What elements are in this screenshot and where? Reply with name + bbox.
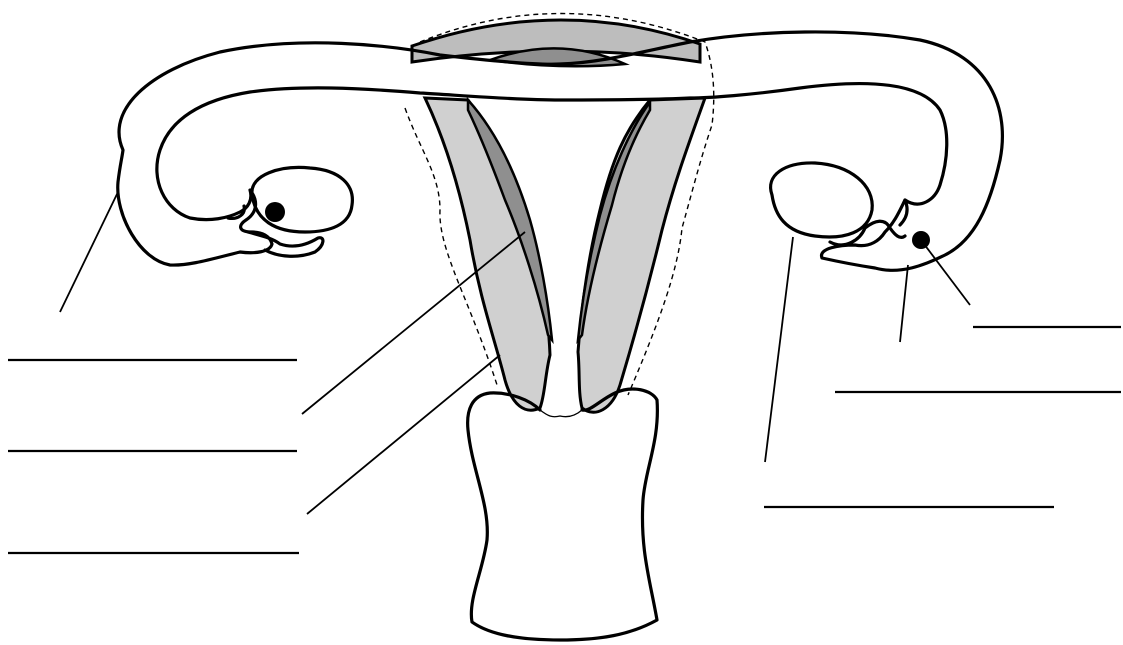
leader-line-right-oocyte xyxy=(921,240,970,305)
cervical-os xyxy=(540,410,582,417)
leader-line-left-tube xyxy=(60,192,118,312)
leader-line-left-myometrium xyxy=(307,355,500,514)
leader-line-right-ovary xyxy=(765,237,793,462)
vagina xyxy=(468,389,658,640)
leader-line-right-tube xyxy=(900,265,908,342)
right-ovary xyxy=(771,163,873,237)
fallopian-tubes-and-uterus-body xyxy=(118,32,1003,270)
left-ovary xyxy=(252,167,352,232)
left-oocyte-dot xyxy=(265,202,285,222)
